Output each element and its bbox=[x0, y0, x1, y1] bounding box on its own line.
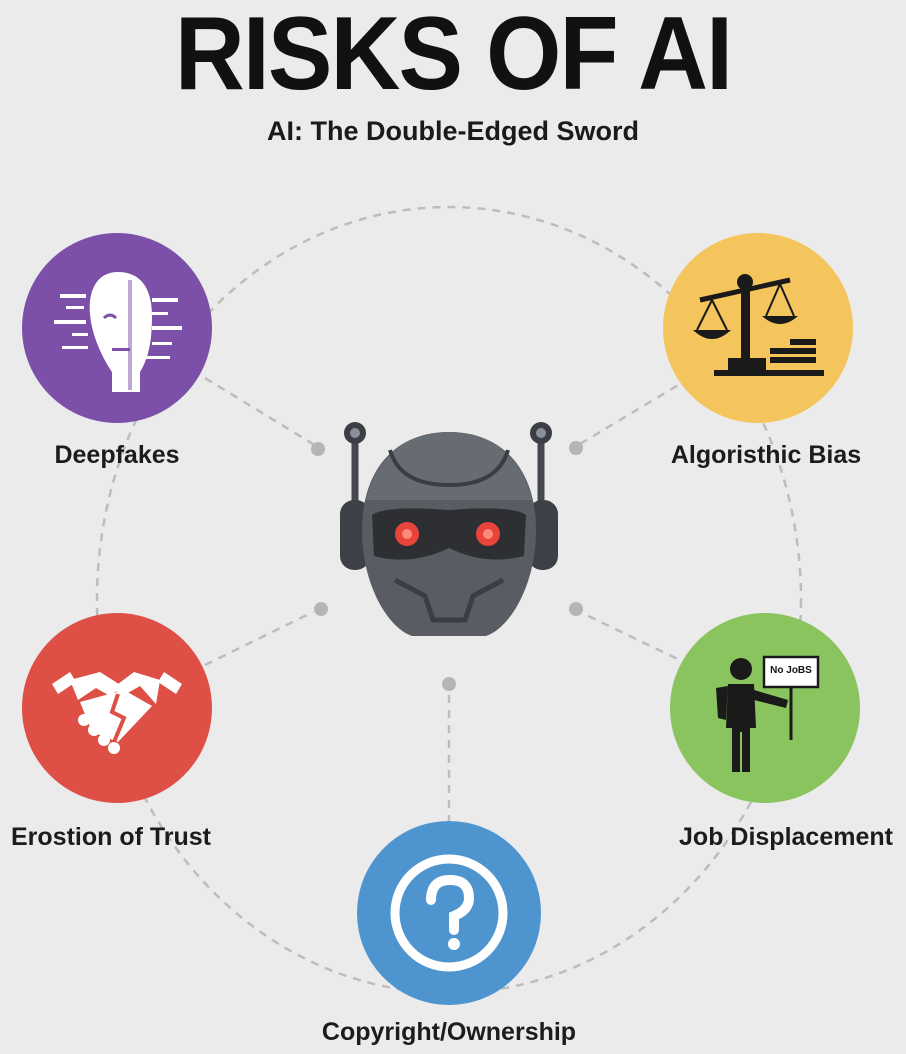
deepfakes-icon-circle bbox=[22, 233, 212, 423]
risk-label-job-displacement: Job Displacement bbox=[679, 823, 893, 851]
page-subtitle: AI: The Double-Edged Sword bbox=[267, 116, 639, 146]
robot-head-icon bbox=[340, 422, 558, 636]
no-jobs-sign-text: No JoBS bbox=[770, 665, 812, 676]
risk-label-deepfakes: Deepfakes bbox=[54, 441, 180, 469]
broken-handshake-icon bbox=[52, 672, 182, 754]
glitched-face-icon bbox=[54, 272, 182, 392]
page-title: RISKS OF AI bbox=[174, 0, 733, 112]
risk-label-algorithmic-bias: Algoristhic Bias bbox=[670, 441, 862, 469]
question-mark-icon bbox=[390, 854, 508, 972]
connector-dots bbox=[311, 441, 583, 691]
balance-scale-icon bbox=[693, 274, 824, 376]
algorithmic-bias-icon-circle bbox=[663, 233, 853, 423]
connector-lines bbox=[204, 376, 691, 835]
risk-label-copyright: Copyright/Ownership bbox=[321, 1018, 577, 1046]
copyright-icon-circle bbox=[357, 821, 541, 1005]
erosion-of-trust-icon-circle bbox=[22, 613, 212, 803]
person-with-sign-icon bbox=[716, 655, 820, 772]
job-displacement-icon-circle bbox=[670, 613, 860, 803]
risk-label-erosion-of-trust: Erostion of Trust bbox=[11, 823, 211, 851]
